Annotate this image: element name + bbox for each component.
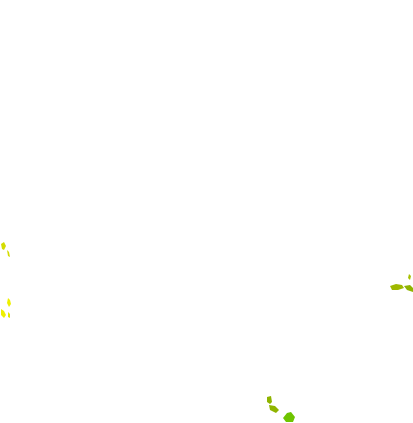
land-fragment <box>7 298 11 307</box>
land-fragment <box>7 250 10 257</box>
land-fragment <box>8 312 10 318</box>
land-fragment <box>283 412 295 422</box>
land-fragments-right <box>390 274 413 292</box>
land-fragment <box>404 285 413 292</box>
land-fragments-bottom <box>267 396 295 422</box>
land-fragment <box>267 396 272 404</box>
land-fragment <box>1 242 6 250</box>
land-fragment <box>390 284 404 290</box>
land-fragment <box>408 274 411 280</box>
land-fragment <box>1 309 6 318</box>
land-fragments-left <box>1 242 11 318</box>
land-fragment <box>269 405 279 413</box>
